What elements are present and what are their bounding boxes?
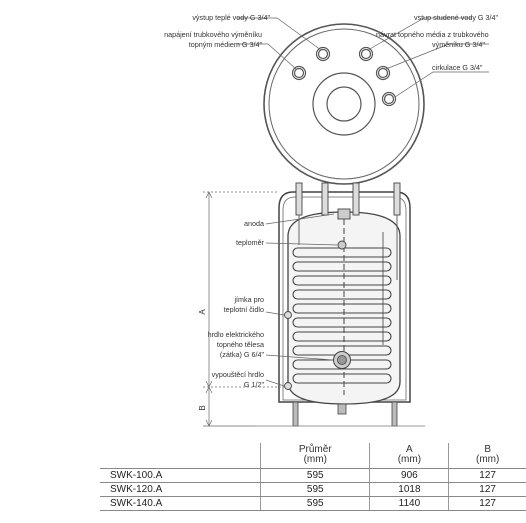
hot-water-outlet-port [315, 46, 331, 62]
row-model: SWK-120.A [100, 482, 261, 497]
circulation-port [381, 91, 397, 107]
cold-water-inlet-label: vstup studené vody G 3/4" [414, 13, 499, 22]
heater-flange-icon [333, 351, 351, 369]
thermometer-icon [337, 240, 347, 250]
coil-inlet-label-line2: topným médiem G 3/4" [189, 40, 263, 49]
thermometer-label: teploměr [236, 238, 265, 247]
row-diameter: 595 [259, 468, 370, 483]
sensor-well-icon [284, 311, 292, 319]
top-view-ring [268, 28, 420, 180]
heater-flange-label-line2: topného tělesa [217, 340, 264, 349]
coil-return-label-line2: výměníku G 3/4" [432, 40, 485, 49]
coil-inlet-label-line1: napájení trubkového výměníku [164, 30, 262, 39]
header-diameter-line2: (mm) [303, 454, 327, 465]
header-diameter-line1: Průměr [298, 444, 332, 455]
header-b-line1: B [484, 444, 491, 455]
circulation-label: cirkulace G 3/4" [432, 63, 483, 72]
table-header-blank [100, 443, 261, 469]
anode-label: anoda [244, 219, 264, 228]
row-a: 906 [369, 468, 449, 483]
row-diameter: 595 [259, 482, 370, 497]
top-view-flange-outer [312, 72, 376, 136]
coil-inlet-port [291, 65, 307, 81]
dimension-lines [203, 191, 286, 427]
header-b-line2: (mm) [475, 454, 500, 465]
dimension-b-label: B [198, 405, 207, 410]
inner-tank [287, 211, 401, 405]
sensor-well-label-line2: teplotní čidlo [224, 305, 264, 314]
top-view-connections [291, 46, 397, 107]
table-row: SWK-120.A 595 1018 127 [100, 482, 526, 497]
table-row: SWK-100.A 595 906 127 [100, 468, 526, 483]
side-view: anoda teploměr jímka pro teplotní čidlo … [198, 182, 425, 427]
drain-icon [284, 382, 292, 390]
anode-head [337, 208, 351, 220]
top-view-flange-inner [326, 86, 362, 122]
sensor-well-label-line1: jímka pro [233, 295, 264, 304]
row-diameter: 595 [259, 496, 370, 511]
cold-water-inlet-port [358, 46, 374, 62]
table-header-diameter: Průměr (mm) [259, 443, 370, 469]
heater-flange-label-line1: hrdlo elektrického [208, 330, 264, 339]
drain-stub [337, 403, 347, 415]
top-pipes [295, 182, 401, 216]
drain-label-line2: G 1/2" [244, 380, 265, 389]
row-b: 127 [448, 496, 526, 511]
top-view-outer-circle [263, 23, 425, 185]
hot-water-outlet-label: výstup teplé vody G 3/4" [192, 13, 270, 22]
top-view: výstup teplé vody G 3/4" napájení trubko… [164, 13, 499, 185]
row-b: 127 [448, 468, 526, 483]
header-a-line2: (mm) [397, 454, 422, 465]
heat-exchanger-coil [292, 247, 392, 384]
dimensions-table: Průměr (mm) A (mm) B (mm) SWK-100.A 595 … [100, 443, 526, 511]
table-header-b: B (mm) [448, 443, 526, 469]
dimension-a-label: A [198, 309, 207, 315]
table-header-a: A (mm) [369, 443, 449, 469]
top-view-leaders [237, 17, 489, 98]
coil-return-port [375, 65, 391, 81]
row-b: 127 [448, 482, 526, 497]
coil-return-label-line1: návrat topného média z trubkového [376, 30, 489, 39]
row-a: 1018 [369, 482, 449, 497]
header-a-line1: A [406, 444, 413, 455]
drain-label-line1: vypouštěcí hrdlo [212, 370, 264, 379]
table-row: SWK-140.A 595 1140 127 [100, 496, 526, 511]
row-model: SWK-140.A [100, 496, 261, 511]
row-model: SWK-100.A [100, 468, 261, 483]
table-header-row: Průměr (mm) A (mm) B (mm) [100, 443, 526, 469]
water-heater-drawing: výstup teplé vody G 3/4" napájení trubko… [164, 13, 499, 427]
heater-flange-label-line3: (zátka) G 6/4" [220, 350, 265, 359]
row-a: 1140 [369, 496, 449, 511]
side-view-leaders [265, 213, 339, 387]
